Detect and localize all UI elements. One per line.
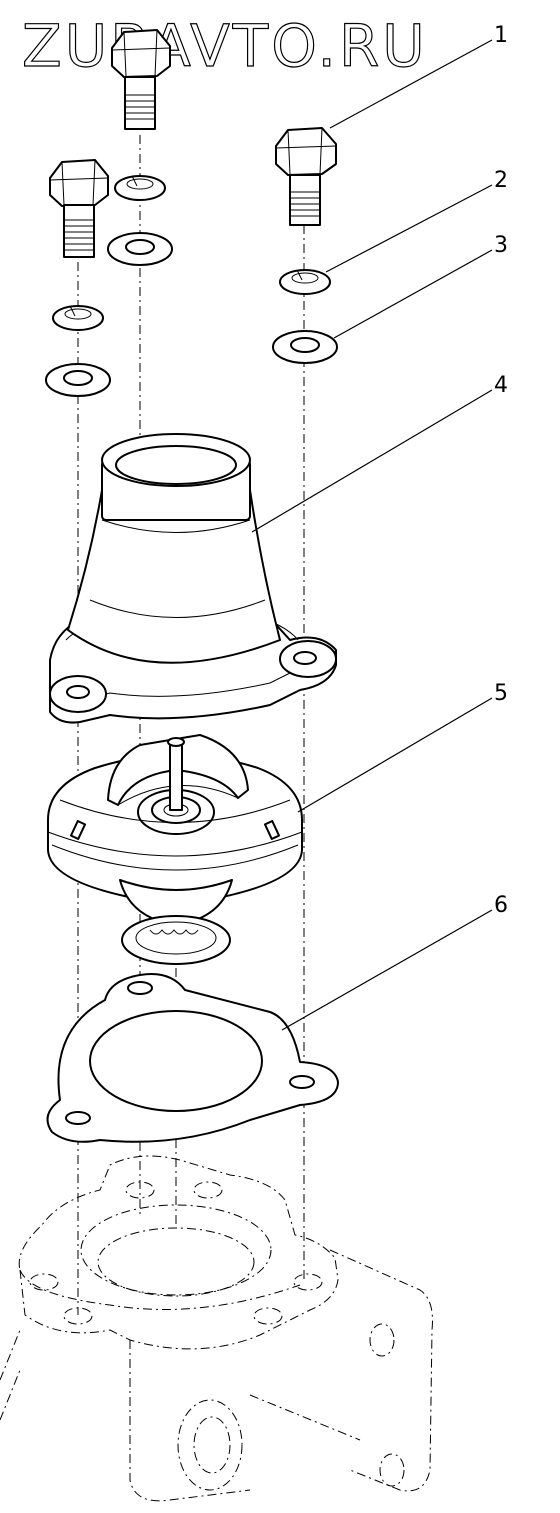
callout-1: 1 [494,23,508,48]
flat-washer-left [45,363,111,397]
callout-labels: 1 2 3 4 5 6 [494,23,508,918]
spring-washer-left [52,305,104,331]
thermostat-seal-ring [121,915,231,965]
bolt-right [275,127,337,226]
bolt-left [49,159,109,258]
callout-3: 3 [494,233,508,258]
spring-washer-right [279,269,331,295]
gasket [46,973,339,1143]
engine-housing-outline [0,1155,433,1502]
callout-4: 4 [494,373,508,398]
watermark-text: ZURAVTO.RU [22,12,428,80]
leader-lines [251,39,493,1031]
flat-washer-right [272,330,338,364]
callout-2: 2 [494,168,508,193]
flat-washer-middle [107,232,173,266]
bolt-middle [111,29,171,130]
callout-5: 5 [494,681,508,706]
callout-6: 6 [494,893,508,918]
thermostat-housing-cover [49,433,337,724]
thermostat-assembly [47,734,303,926]
spring-washer-middle [114,175,166,201]
